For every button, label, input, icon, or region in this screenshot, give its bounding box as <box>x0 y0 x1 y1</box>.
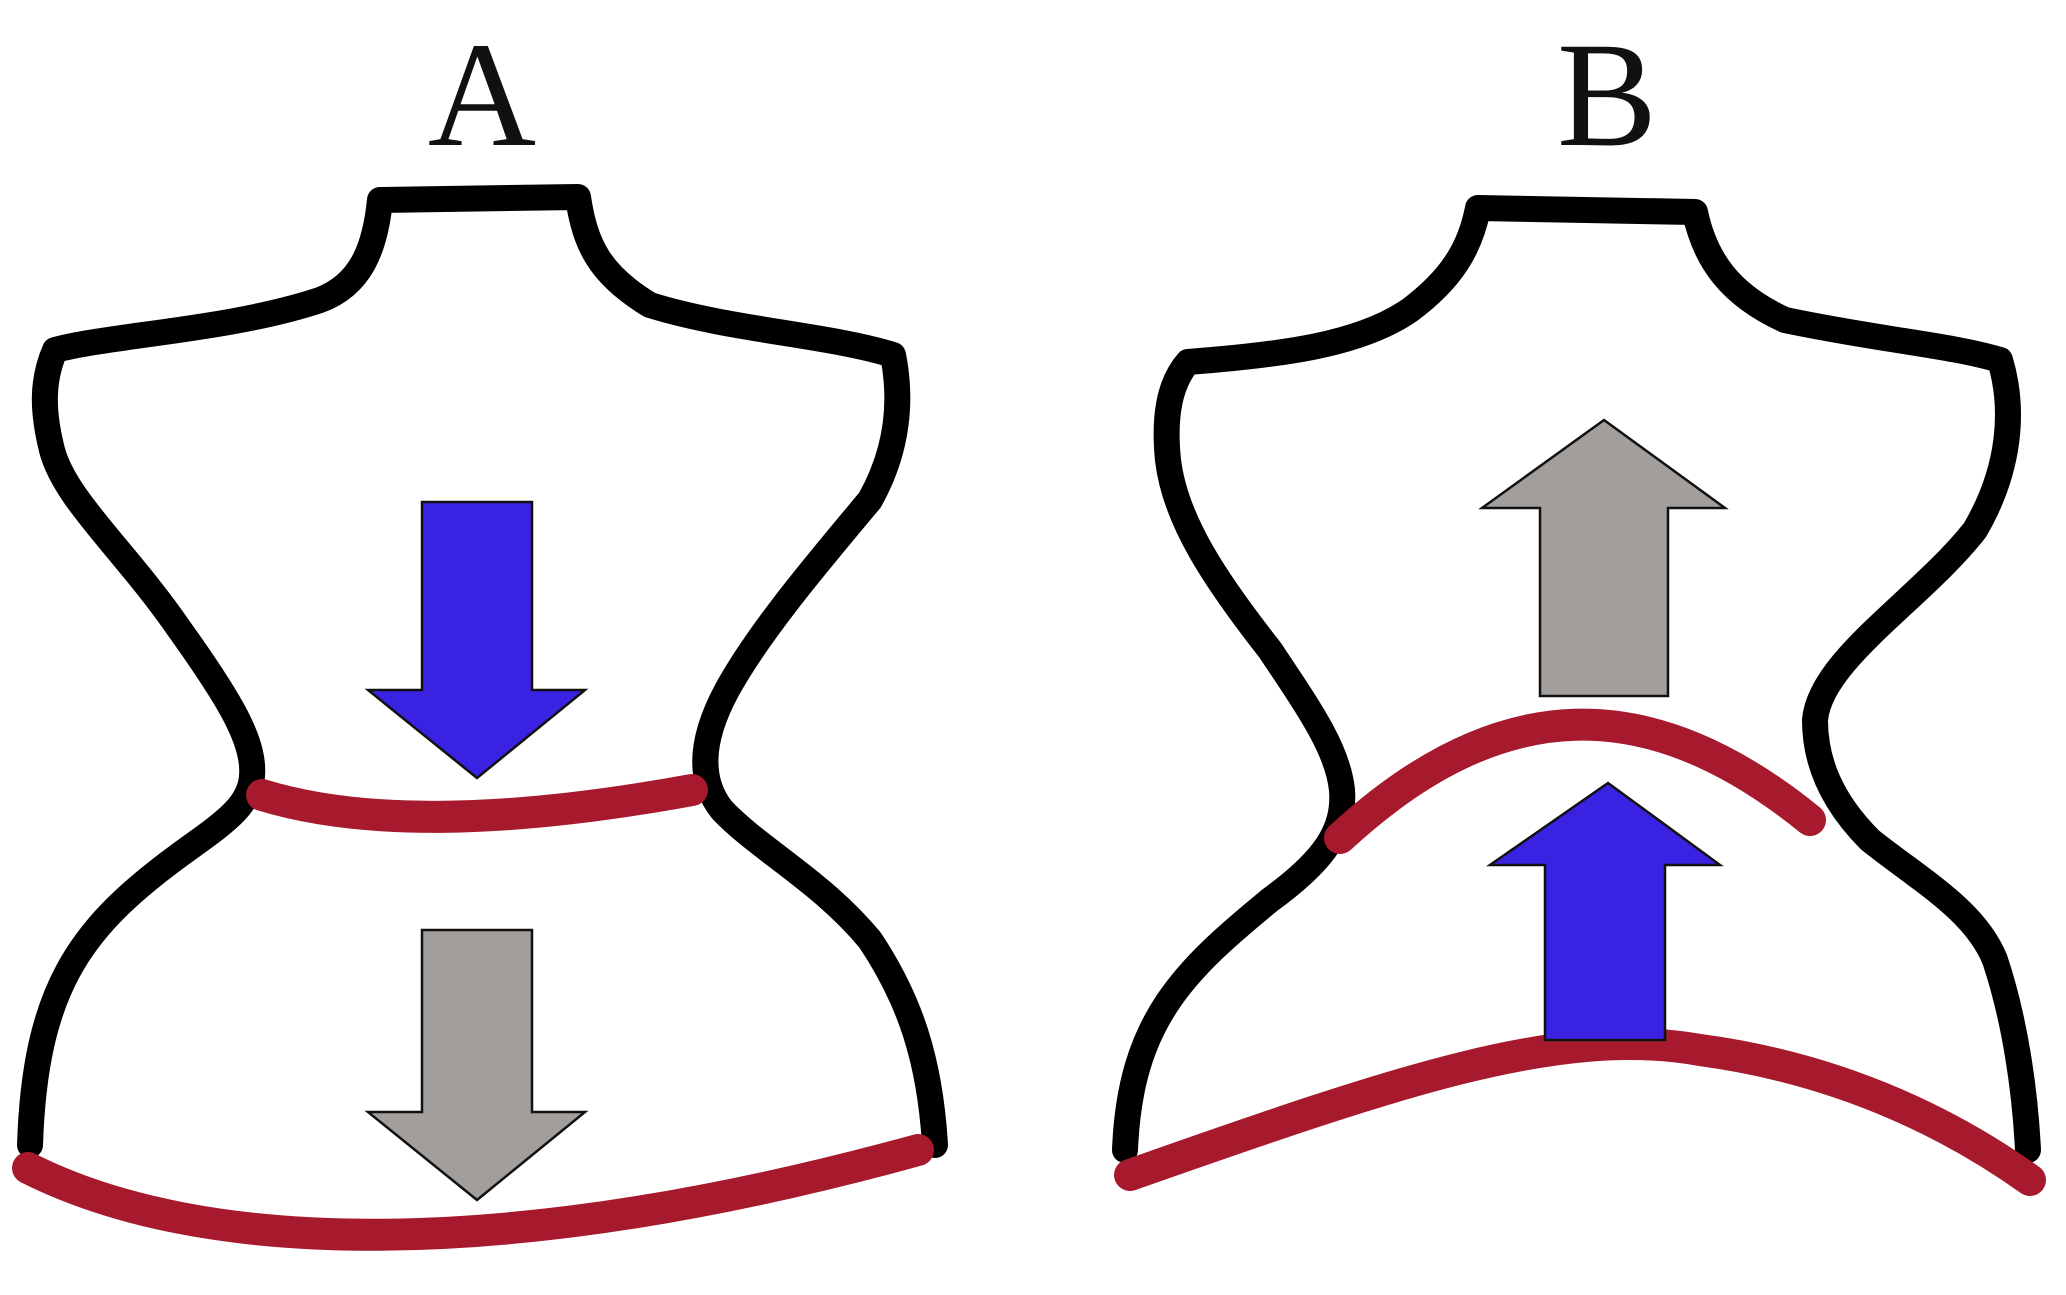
panel-b-label: B <box>1556 12 1658 178</box>
panel-a-lower-line <box>12 1134 934 1251</box>
panel-a <box>12 184 948 1251</box>
panel-b-up-arrow-blue <box>1486 781 1724 1042</box>
panel-b <box>1112 195 2046 1196</box>
panel-b-torso-outline <box>1112 195 2041 1163</box>
panel-a-down-arrow-blue <box>364 500 589 780</box>
panel-b-upper-line <box>1324 708 1826 854</box>
panel-a-down-arrow-gray <box>364 928 589 1202</box>
panel-b-up-arrow-gray <box>1478 418 1729 698</box>
panel-a-torso-outline <box>17 184 948 1158</box>
panel-a-upper-line <box>246 774 708 833</box>
panel-a-label: A <box>427 12 537 178</box>
panel-b-lower-line <box>1114 1027 2046 1196</box>
